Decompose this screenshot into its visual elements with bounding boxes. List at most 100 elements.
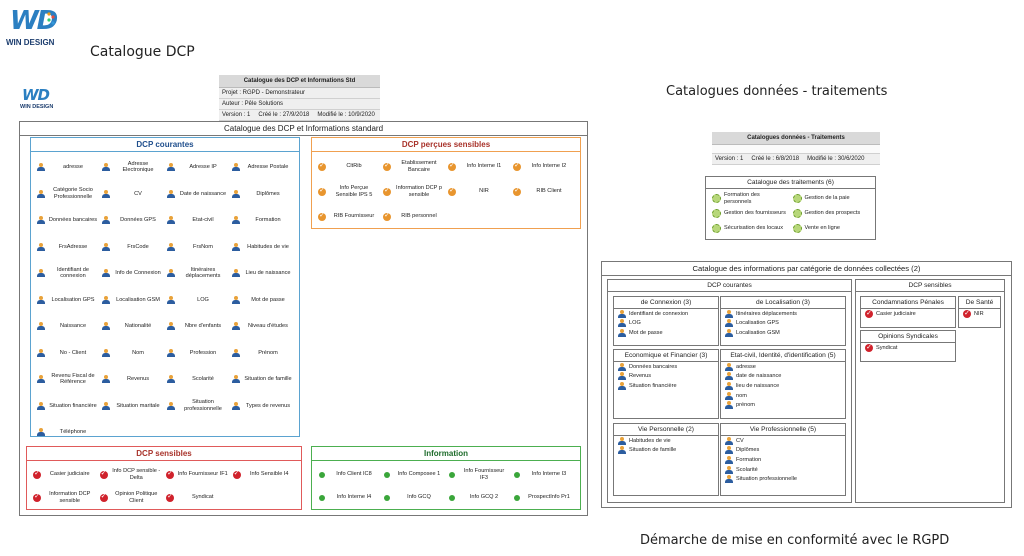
list-item[interactable]: adresse <box>35 154 100 181</box>
check-circle-icon <box>963 309 971 318</box>
list-item[interactable]: Formation des personnels <box>710 191 791 206</box>
list-item[interactable]: NIR <box>959 309 1000 319</box>
list-item[interactable]: Info Sensible I4 <box>231 463 298 486</box>
group-dcp-percues-title: DCP perçues sensibles <box>312 138 580 152</box>
list-item[interactable]: Casier judiciaire <box>31 463 98 486</box>
list-item[interactable]: Info Interne I4 <box>316 486 381 509</box>
list-item[interactable]: Prénom <box>230 340 295 367</box>
list-item[interactable]: Nationalité <box>100 313 165 340</box>
list-item[interactable]: No - Client <box>35 340 100 367</box>
list-item[interactable]: Habitudes de vie <box>230 234 295 261</box>
list-item[interactable]: date de naissance <box>721 372 845 382</box>
list-item[interactable]: Situation de famille <box>614 446 718 456</box>
list-item[interactable]: Lieu de naissance <box>230 260 295 287</box>
list-item[interactable]: Nbre d'enfants <box>165 313 230 340</box>
item-label: nom <box>736 392 747 399</box>
list-item[interactable]: Syndicat <box>164 486 231 509</box>
list-item[interactable]: Naissance <box>35 313 100 340</box>
list-item[interactable]: Info de Connexion <box>100 260 165 287</box>
list-item[interactable]: Info Interne I3 <box>511 463 576 486</box>
list-item[interactable]: Info Interne I2 <box>511 154 576 179</box>
list-item[interactable]: Information DCP sensible <box>31 486 98 509</box>
list-item[interactable]: CV <box>721 436 845 446</box>
list-item[interactable]: Localisation GSM <box>721 328 845 338</box>
list-item[interactable]: Données GPS <box>100 207 165 234</box>
list-item[interactable]: nom <box>721 391 845 401</box>
list-item[interactable]: Téléphone <box>35 419 100 446</box>
list-item[interactable]: LOG <box>614 319 718 329</box>
list-item[interactable]: Catégorie Socio Professionnelle <box>35 181 100 208</box>
list-item[interactable]: Revenu Fiscal de Référence <box>35 366 100 393</box>
list-item[interactable]: Formation <box>721 455 845 465</box>
list-item[interactable]: Situation professionnelle <box>165 393 230 420</box>
list-item[interactable]: Info Fournisseur IF3 <box>446 463 511 486</box>
list-item[interactable]: Info Interne I1 <box>446 154 511 179</box>
list-item[interactable]: Scolarité <box>165 366 230 393</box>
list-item[interactable]: FrsNom <box>165 234 230 261</box>
list-item[interactable]: Habitudes de vie <box>614 436 718 446</box>
list-item[interactable]: Situation financière <box>35 393 100 420</box>
list-item[interactable]: RIB personnel <box>381 204 446 229</box>
list-item[interactable]: Revenus <box>100 366 165 393</box>
list-item[interactable]: Etat-civil <box>165 207 230 234</box>
list-item[interactable]: Situation professionnelle <box>721 474 845 484</box>
list-item[interactable]: Profession <box>165 340 230 367</box>
list-item[interactable]: Date de naissance <box>165 181 230 208</box>
list-item[interactable]: Situation de famille <box>230 366 295 393</box>
person-icon <box>102 322 110 331</box>
list-item[interactable]: Information DCP p sensible <box>381 179 446 204</box>
list-item[interactable]: Adresse Postale <box>230 154 295 181</box>
list-item[interactable]: Info GCQ <box>381 486 446 509</box>
list-item[interactable]: ProspectInfo Pr1 <box>511 486 576 509</box>
list-item[interactable]: Etablissement Bancaire <box>381 154 446 179</box>
list-item[interactable]: Diplômes <box>230 181 295 208</box>
list-item[interactable]: Info GCQ 2 <box>446 486 511 509</box>
list-item[interactable]: Mot de passe <box>230 287 295 314</box>
list-item[interactable]: Niveau d'études <box>230 313 295 340</box>
list-item[interactable]: CV <box>100 181 165 208</box>
list-item[interactable]: FrsCode <box>100 234 165 261</box>
list-item[interactable]: Formation <box>230 207 295 234</box>
list-item[interactable]: Adresse Electronique <box>100 154 165 181</box>
list-item[interactable]: Diplômes <box>721 446 845 456</box>
list-item[interactable]: Localisation GSM <box>100 287 165 314</box>
list-item[interactable]: Info Fournisseur IF1 <box>164 463 231 486</box>
list-item[interactable]: adresse <box>721 362 845 372</box>
list-item[interactable]: Sécurisation des locaux <box>710 221 791 236</box>
list-item[interactable]: CltRib <box>316 154 381 179</box>
list-item[interactable]: Itinéraires déplacements <box>721 309 845 319</box>
list-item[interactable]: FrsAdresse <box>35 234 100 261</box>
list-item[interactable]: lieu de naissance <box>721 381 845 391</box>
list-item[interactable]: Nom <box>100 340 165 367</box>
list-item[interactable]: Situation financière <box>614 381 718 391</box>
list-item[interactable]: Opinion Politique Client <box>98 486 165 509</box>
list-item[interactable]: RIB Client <box>511 179 576 204</box>
list-item[interactable]: LOG <box>165 287 230 314</box>
list-item[interactable]: Syndicat <box>861 343 955 353</box>
list-item[interactable]: Itinéraires déplacements <box>165 260 230 287</box>
list-item[interactable]: Info Client IC8 <box>316 463 381 486</box>
list-item[interactable]: Gestion des prospects <box>791 206 872 221</box>
list-item[interactable]: Casier judiciaire <box>861 309 955 319</box>
list-item[interactable]: Données bancaires <box>614 362 718 372</box>
list-item[interactable]: Mot de passe <box>614 328 718 338</box>
list-item[interactable]: Situation maritale <box>100 393 165 420</box>
list-item[interactable]: Gestion des fournisseurs <box>710 206 791 221</box>
list-item[interactable]: Revenus <box>614 372 718 382</box>
list-item[interactable]: Identifiant de connexion <box>614 309 718 319</box>
list-item[interactable]: Localisation GPS <box>35 287 100 314</box>
list-item[interactable]: Adresse IP <box>165 154 230 181</box>
list-item[interactable]: Types de revenus <box>230 393 295 420</box>
list-item[interactable]: Info Perçue Sensible IPS 5 <box>316 179 381 204</box>
list-item[interactable]: Vente en ligne <box>791 221 872 236</box>
list-item[interactable]: Info Composee 1 <box>381 463 446 486</box>
list-item[interactable]: Gestion de la paie <box>791 191 872 206</box>
list-item[interactable]: Identifiant de connexion <box>35 260 100 287</box>
list-item[interactable]: NIR <box>446 179 511 204</box>
list-item[interactable]: Localisation GPS <box>721 319 845 329</box>
list-item[interactable]: Info DCP sensible - Delta <box>98 463 165 486</box>
list-item[interactable]: Scolarité <box>721 465 845 475</box>
list-item[interactable]: prénom <box>721 400 845 410</box>
list-item[interactable]: RIB Fournisseur <box>316 204 381 229</box>
list-item[interactable]: Données bancaires <box>35 207 100 234</box>
